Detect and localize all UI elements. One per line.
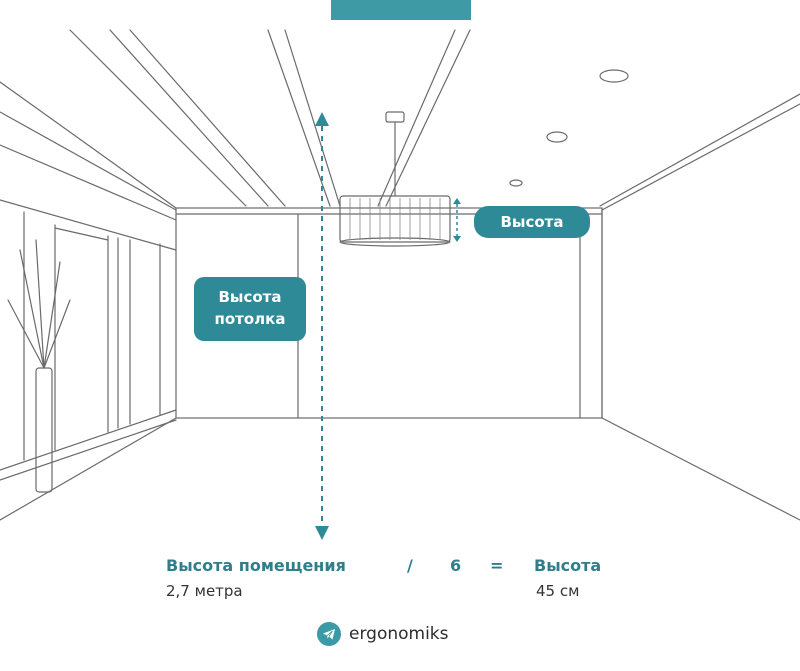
formula-room-height: Высота помещения: [166, 556, 346, 575]
ceiling-height-arrow: [315, 112, 329, 540]
beam-line: [385, 29, 471, 207]
formula-divide-sign: /: [407, 556, 413, 575]
ceiling-line: [0, 81, 177, 209]
beam-line: [69, 29, 247, 207]
formula-result: Высота: [534, 556, 602, 575]
beam-line: [284, 29, 341, 207]
window-frame: [0, 419, 177, 481]
brand-name: ergonomiks: [349, 624, 449, 644]
vase-branch: [7, 299, 45, 369]
window-frame: [0, 409, 177, 471]
floor-line: [0, 417, 177, 521]
vase-branch: [35, 239, 45, 369]
spot-light: [546, 131, 568, 143]
spot-light: [509, 179, 523, 187]
telegram-icon: [317, 622, 341, 646]
ceiling-line: [0, 111, 177, 211]
ceiling-height-label-line2: потолка: [214, 310, 286, 328]
ceiling-line: [601, 103, 800, 211]
beam-line: [377, 29, 456, 207]
formula-room-height-value: 2,7 метра: [166, 582, 243, 600]
ceiling-height-label-line1: Высота: [218, 288, 282, 306]
window-frame: [0, 199, 177, 251]
vase-branch: [43, 261, 61, 369]
lamp-height-label: Высота: [474, 206, 590, 238]
lamp-shade-texture: [349, 198, 441, 240]
beam-line: [267, 29, 331, 207]
formula-divisor: 6: [450, 556, 462, 575]
window-frame: [54, 227, 109, 241]
lamp-shade: [339, 195, 451, 243]
lamp-height-marker: [453, 198, 461, 242]
vase-branch: [43, 299, 71, 369]
ceiling-line: [599, 93, 800, 207]
brand-watermark: ergonomiks: [317, 620, 449, 648]
ceiling-height-label: Высота потолка: [194, 277, 306, 341]
formula-equals-sign: =: [490, 556, 504, 575]
formula-result-value: 45 см: [536, 582, 580, 600]
lamp-canopy: [385, 111, 405, 123]
beam-line: [109, 29, 269, 207]
lamp-shade-bottom: [339, 237, 451, 247]
beam-line: [129, 29, 286, 207]
floor-line: [601, 417, 800, 521]
spot-light: [599, 69, 629, 83]
height-formula: Высота помещения 2,7 метра / 6 = Высота …: [0, 556, 800, 616]
vase-branch: [19, 249, 45, 369]
window-frame: [0, 144, 177, 221]
vase: [35, 367, 53, 493]
top-accent-bar: [331, 0, 471, 20]
